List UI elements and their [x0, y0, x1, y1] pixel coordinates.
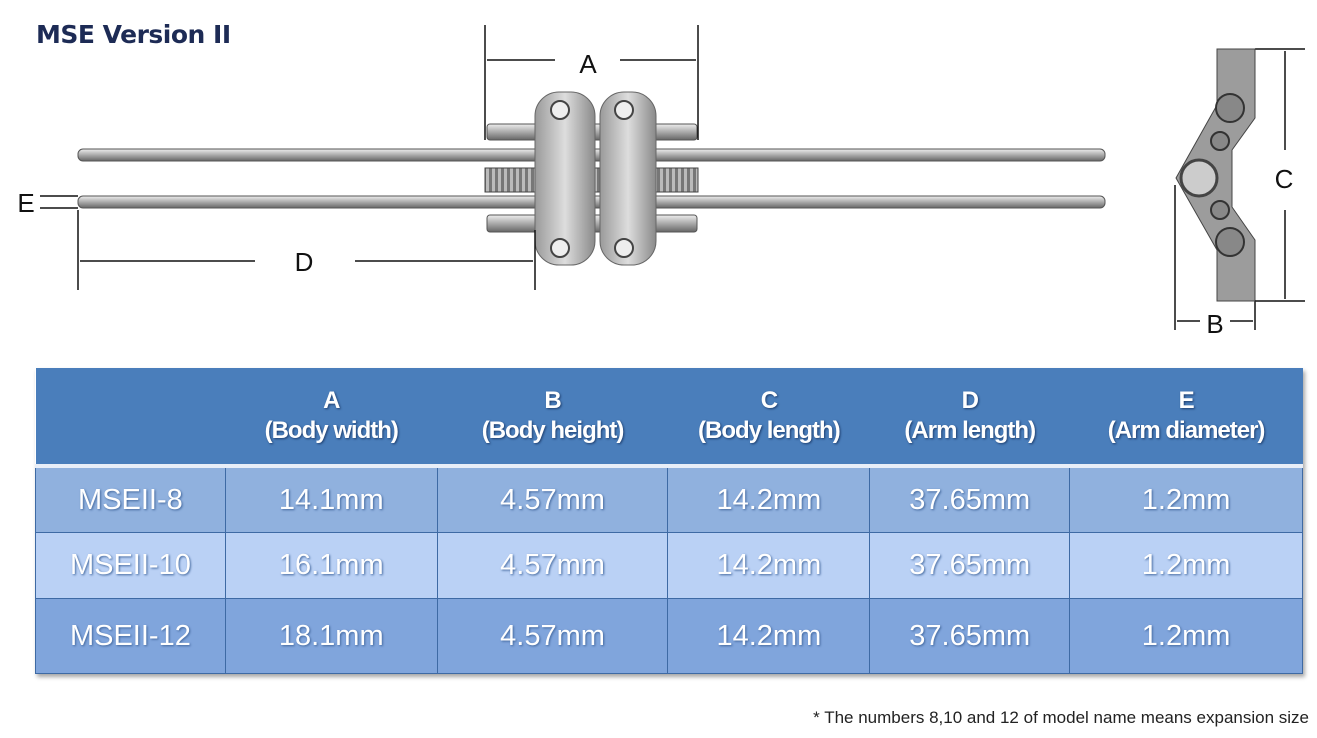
column-header: E (Arm diameter) [1069, 368, 1303, 468]
header-desc: (Arm diameter) [1107, 417, 1266, 444]
label-a: A [579, 49, 597, 79]
value-cell: 1.2mm [1069, 465, 1303, 533]
value-cell: 16.1mm [224, 532, 438, 599]
footnote: * The numbers 8,10 and 12 of model name … [813, 708, 1309, 727]
front-view [77, 91, 1106, 266]
value-cell: 14.1mm [224, 465, 438, 533]
column-header: C (Body length) [667, 368, 870, 468]
value-cell: 14.2mm [667, 598, 871, 674]
header-letter: A [323, 387, 340, 414]
header-letter: D [961, 387, 979, 414]
model-name-cell: MSEII-8 [35, 465, 226, 533]
value-cell: 1.2mm [1069, 532, 1303, 599]
header-desc: (Arm length) [904, 417, 1036, 444]
value-cell: 4.57mm [436, 465, 669, 533]
device-diagram: A D E C B [17, 25, 1305, 339]
value-cell: 18.1mm [224, 598, 438, 674]
header-letter: C [760, 387, 778, 414]
value-cell: 14.2mm [667, 465, 871, 533]
header-desc: (Body length) [698, 417, 841, 444]
page-title: MSE Version II [36, 20, 231, 49]
label-d: D [295, 247, 314, 277]
column-header: D (Arm length) [869, 368, 1070, 468]
header-letter: B [544, 387, 561, 414]
model-name-cell: MSEII-12 [35, 598, 226, 674]
value-cell: 37.65mm [869, 532, 1071, 599]
label-e: E [17, 188, 34, 218]
spec-table: A (Body width) B (Body height) C (Body length… [35, 368, 1303, 674]
label-b: B [1206, 309, 1223, 339]
value-cell: 4.57mm [436, 598, 669, 674]
side-view [1175, 48, 1256, 302]
value-cell: 37.65mm [869, 598, 1071, 674]
header-letter: E [1178, 387, 1195, 414]
header-desc: (Body width) [264, 417, 399, 444]
column-header: B (Body height) [437, 368, 668, 468]
value-cell: 37.65mm [869, 465, 1071, 533]
label-c: C [1275, 164, 1294, 194]
value-cell: 1.2mm [1069, 598, 1303, 674]
header-desc: (Body height) [481, 417, 625, 444]
model-name-cell: MSEII-10 [35, 532, 226, 599]
value-cell: 14.2mm [667, 532, 871, 599]
column-header [35, 368, 226, 468]
value-cell: 4.57mm [436, 532, 669, 599]
dimension-lines [40, 25, 1305, 330]
column-header: A (Body width) [225, 368, 438, 468]
